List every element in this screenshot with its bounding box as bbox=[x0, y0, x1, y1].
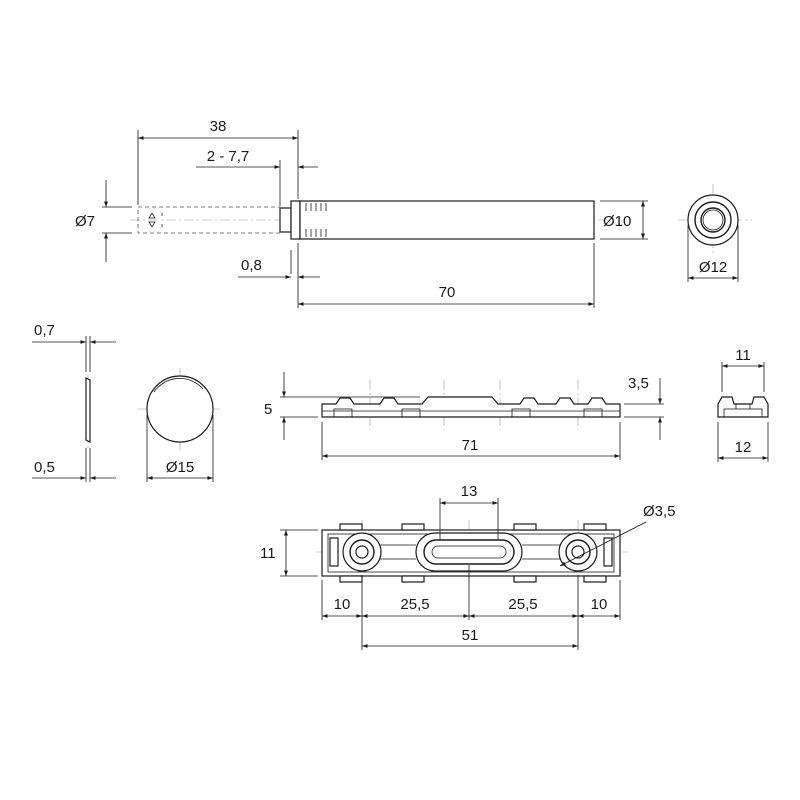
dim-0-7: 0,7 bbox=[34, 322, 55, 339]
dim-11-top: 11 bbox=[260, 545, 276, 562]
dim-dia-10: Ø10 bbox=[603, 213, 631, 230]
dim-dia-3-5: Ø3,5 bbox=[643, 503, 676, 520]
dim-25-5-left: 25,5 bbox=[400, 596, 429, 613]
dim-25-5-right: 25,5 bbox=[508, 596, 537, 613]
plate-end-view: 11 12 bbox=[717, 347, 769, 462]
dim-dia-12: Ø12 bbox=[699, 259, 727, 276]
dim-3-5: 3,5 bbox=[628, 375, 649, 392]
plate-top-view: 13 Ø3,5 11 10 25,5 25,5 10 51 bbox=[260, 483, 676, 650]
dim-2-7-7: 2 - 7,7 bbox=[207, 148, 250, 165]
dim-11-end: 11 bbox=[735, 347, 751, 364]
plate-side-view: 5 3,5 71 bbox=[264, 372, 664, 460]
cylinder-side-view: 38 2 - 7,7 Ø7 0,8 70 Ø10 bbox=[75, 118, 648, 308]
dim-13: 13 bbox=[461, 483, 478, 500]
dim-71: 71 bbox=[462, 437, 479, 454]
dim-10-right: 10 bbox=[591, 596, 608, 613]
dim-51: 51 bbox=[462, 627, 479, 644]
pad-side-view: 0,7 0,5 bbox=[32, 322, 116, 482]
dim-0-8: 0,8 bbox=[241, 257, 262, 274]
dim-10-left: 10 bbox=[334, 596, 351, 613]
dim-5: 5 bbox=[264, 401, 272, 418]
dim-38: 38 bbox=[210, 118, 227, 135]
dim-0-5: 0,5 bbox=[34, 459, 55, 476]
cylinder-end-view: Ø12 bbox=[678, 184, 752, 282]
dim-70: 70 bbox=[439, 284, 456, 301]
dim-dia-7: Ø7 bbox=[75, 213, 95, 230]
dim-dia-15: Ø15 bbox=[166, 459, 194, 476]
dim-12-end: 12 bbox=[735, 439, 752, 456]
pad-top-view: Ø15 bbox=[138, 368, 222, 482]
